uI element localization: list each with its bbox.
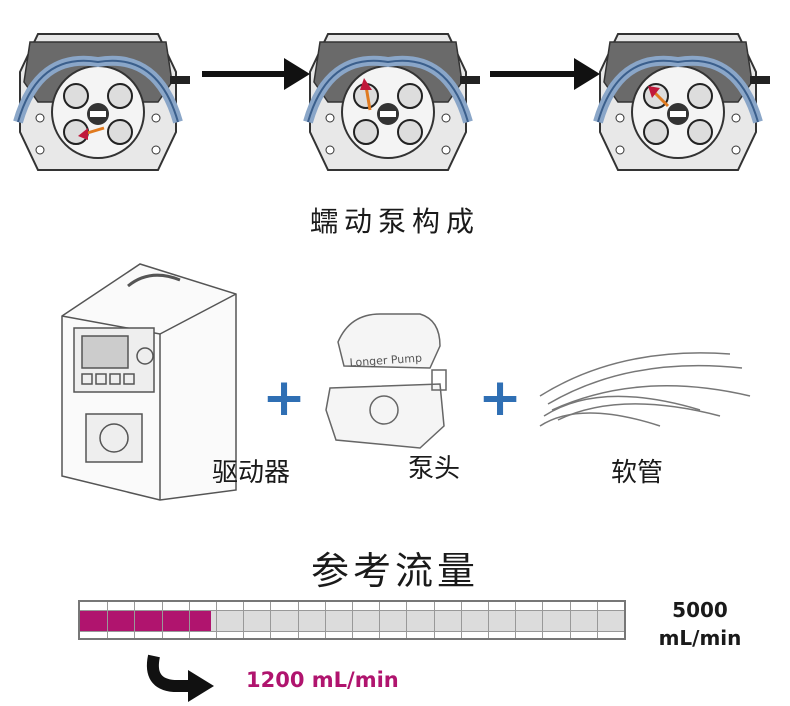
pump-stage-2 bbox=[308, 34, 480, 170]
flow-bar-tick bbox=[433, 602, 435, 638]
section-title: 蠕动泵构成 bbox=[309, 205, 480, 238]
flow-bar-tick bbox=[406, 602, 408, 638]
flow-bar-tick bbox=[542, 602, 544, 638]
flow-bar-frame-line bbox=[80, 610, 624, 611]
flow-bar-tick bbox=[488, 602, 489, 638]
pump-stages-row bbox=[0, 0, 790, 200]
flow-bar-tick bbox=[216, 602, 217, 638]
flow-bar-tick bbox=[352, 602, 353, 638]
flow-bar-tick bbox=[243, 602, 245, 638]
flow-bar-ticks bbox=[80, 602, 624, 638]
flow-bar-tick bbox=[134, 602, 136, 638]
flow-bar bbox=[78, 600, 626, 640]
curved-arrow-icon bbox=[140, 650, 220, 706]
flow-bar-tick bbox=[515, 602, 517, 638]
flow-bar-tick bbox=[379, 602, 381, 638]
flow-max-unit: mL/min bbox=[658, 626, 742, 650]
component-label-driver: 驱动器 bbox=[211, 458, 290, 488]
flow-bar-tick bbox=[460, 602, 462, 638]
components-row: Longer Pump bbox=[0, 250, 790, 510]
flow-title: 参考流量 bbox=[310, 549, 479, 593]
flow-bar-tick bbox=[324, 602, 326, 638]
component-label-tubing: 软管 bbox=[610, 458, 663, 488]
plus-sign-2: + bbox=[478, 368, 522, 428]
pump-head-brand-text: Longer Pump bbox=[349, 351, 422, 369]
component-label-pump-head: 泵头 bbox=[407, 454, 460, 484]
flow-bar-tick bbox=[107, 602, 109, 638]
pump-stages-illustration bbox=[0, 0, 790, 200]
flow-bar-tick bbox=[161, 602, 163, 638]
flow-bar-fill bbox=[80, 611, 211, 631]
stage-arrow-1 bbox=[202, 58, 310, 90]
flow-max-value: 5000 bbox=[672, 598, 728, 622]
driver-unit-illustration bbox=[61, 263, 237, 501]
pump-stage-3 bbox=[598, 34, 770, 170]
flow-bar-tick bbox=[270, 602, 272, 638]
stage-arrow-2 bbox=[490, 58, 600, 90]
flow-bar-tick bbox=[569, 602, 571, 638]
flow-bar-tick bbox=[188, 602, 190, 638]
flow-bar-tick bbox=[297, 602, 299, 638]
plus-sign-1: + bbox=[262, 368, 306, 428]
pump-stage-1 bbox=[18, 34, 190, 170]
pump-head-illustration bbox=[325, 313, 447, 449]
flow-bar-tick bbox=[596, 602, 598, 638]
tubes-illustration bbox=[539, 352, 751, 427]
components-illustration: Longer Pump bbox=[61, 263, 751, 501]
flow-bar-frame-line bbox=[80, 631, 624, 632]
flow-current-value: 1200 mL/min bbox=[246, 668, 399, 692]
